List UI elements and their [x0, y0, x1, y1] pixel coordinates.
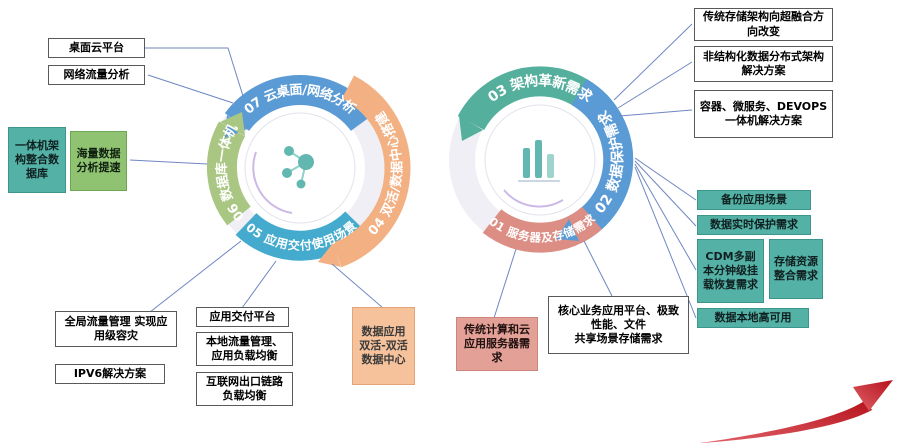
- connector-line: [634, 160, 697, 227]
- connector-line: [634, 163, 697, 271]
- box-core-business: 核心业务应用平台、极致性能、文件 共享场景存储需求: [548, 296, 689, 354]
- segment-06-chevron: [220, 112, 245, 136]
- right-deco-arc: [503, 189, 564, 208]
- left-wheel-hub: [244, 112, 356, 224]
- connector-line: [241, 260, 277, 309]
- box-storage-consolidation: 存储资源整合需求: [769, 239, 823, 299]
- bar-chart-icon: [518, 140, 560, 182]
- box-local-ha: 数据本地高可用: [697, 308, 809, 328]
- box-network-traffic: 网络流量分析: [48, 65, 145, 85]
- connector-line: [617, 61, 693, 109]
- left-wheel: 07 云桌面/网络分析 06 数据库一体机 05 应用交付使用场景 04 双活/…: [213, 82, 405, 267]
- segment-03-chevron: [459, 116, 483, 141]
- connector-line: [634, 157, 697, 201]
- box-desktop-cloud: 桌面云平台: [48, 38, 145, 58]
- connector-line: [331, 263, 384, 309]
- right-wheel: 03 架构革新需求 02 数据保护需求 01 服务器及存储需求: [449, 72, 626, 245]
- connector-line: [145, 47, 244, 97]
- left-deco-arc: [252, 151, 293, 214]
- box-traditional-compute: 传统计算和云应用服务器需求: [456, 317, 538, 371]
- box-hyperconverged: 传统存储架构向超融合方向改变: [694, 8, 833, 41]
- box-internet-link: 互联网出口链路负载均衡: [196, 372, 293, 406]
- connector-line: [149, 240, 242, 313]
- connector-lines: [129, 23, 697, 319]
- connector-line: [634, 166, 697, 319]
- box-local-traffic: 本地流量管理、应用负载均衡: [196, 332, 293, 366]
- red-swoosh-arrow: [700, 380, 893, 443]
- connector-line: [619, 109, 693, 117]
- connector-line: [493, 248, 517, 319]
- box-mass-data-speed: 海量数据分析提速: [70, 131, 127, 191]
- segment-04-chevron: [318, 243, 341, 267]
- box-unstructured: 非结构化数据分布式架构解决方案: [694, 46, 833, 82]
- connector-line: [583, 240, 613, 297]
- connector-line: [129, 159, 208, 165]
- box-ipv6: IPV6解决方案: [55, 364, 165, 384]
- share-network-icon: [282, 146, 314, 189]
- box-container-devops: 容器、微服务、DEVOPS一体机解决方案: [694, 90, 833, 138]
- box-backup-scenario: 备份应用场景: [697, 190, 811, 210]
- box-cdm-recovery: CDM多副本分钟级挂载恢复需求: [697, 239, 764, 303]
- box-global-traffic: 全局流量管理 实现应用级容灾: [55, 311, 177, 347]
- connector-line: [147, 74, 234, 104]
- segment-02-chevron: [556, 219, 579, 241]
- box-dual-active-dc: 数据应用双活-双活数据中心: [352, 307, 415, 385]
- box-aio-database: 一体机架构整合数据库: [8, 127, 66, 193]
- box-app-delivery: 应用交付平台: [196, 307, 289, 327]
- connector-line: [613, 23, 693, 101]
- box-realtime-protection: 数据实时保护需求: [697, 215, 811, 235]
